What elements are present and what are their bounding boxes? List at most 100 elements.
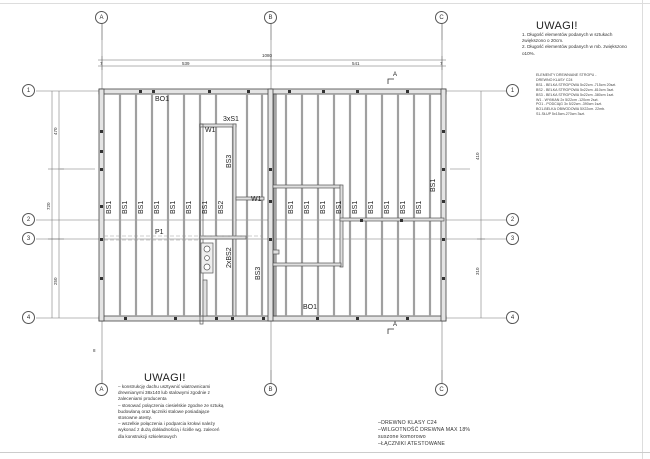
- bubble-leaders: [101, 24, 443, 388]
- label-p1: P1: [155, 229, 164, 236]
- label-bs1: BS1: [122, 200, 129, 214]
- dim-left-upper: 470: [53, 127, 58, 135]
- dim-right-span: 541: [352, 61, 360, 66]
- label-bs1: BS1: [138, 200, 145, 214]
- notes-bottom-line: wykonać z dużą dokładnością i ściśle wg.…: [118, 427, 220, 433]
- label-bs1: BS1: [368, 200, 375, 214]
- legend-line: ELEMENTY DREWNIANE STROPU -: [536, 73, 597, 77]
- section-marker-bottom: A: [393, 322, 398, 328]
- dim-bottom-offset: 8: [93, 348, 96, 353]
- notes-bottom-title: UWAGI!: [144, 372, 186, 384]
- axis-bubble-4-right: 4: [506, 311, 519, 324]
- dim-left-total: 720: [46, 202, 51, 210]
- label-bs1: BS1: [288, 200, 295, 214]
- notes-bottom-line: dla konstrukcji szkieletowych: [118, 433, 177, 439]
- top-dimension-lines: [98, 56, 446, 70]
- material-spec: –DREWNO KLASY C24 –WILGOTNOŚĆ DREWNA MAX…: [378, 420, 470, 448]
- sheet-right-border: [642, 0, 643, 459]
- label-bs1: BS1: [170, 200, 177, 214]
- label-bs2: BS2: [218, 200, 225, 214]
- notes-bottom-line: – stosować połączenia ciesielskie zgodne…: [118, 402, 224, 408]
- stair-opening-trimmers: [199, 123, 265, 325]
- dim-left-span: 539: [182, 61, 190, 66]
- notes-top-line: zwiększono o 20cm.: [522, 38, 564, 44]
- dim-overall-width: 1080: [262, 53, 273, 58]
- spec-line: –WILGOTNOŚĆ DREWNA MAX 18%: [378, 427, 471, 433]
- axis-bubble-4-left: 4: [22, 311, 35, 324]
- label-bs1: BS1: [430, 178, 437, 192]
- label-bs1: BS1: [336, 200, 343, 214]
- label-w1-lower: W1: [251, 196, 262, 203]
- element-legend: ELEMENTY DREWNIANE STROPU - DREWNO KLASY…: [536, 73, 616, 117]
- spec-line: suszone komorowo: [378, 434, 426, 440]
- legend-line: W1 - WYMIAN 2x 5/22cm -120cm 2szt.: [536, 97, 599, 102]
- legend-line: S1-SŁUP 5x15cm-270cm 3szt.: [536, 112, 586, 117]
- trimmers-right: [272, 184, 445, 268]
- axis-bubble-1-left: 1: [22, 84, 35, 97]
- joists-right: [284, 94, 432, 316]
- notes-top-title: UWAGI!: [536, 20, 578, 32]
- dim-right-lower: 310: [475, 267, 480, 275]
- notes-top-line: 2. Długość elementów podanych w mb. zwię…: [522, 44, 627, 50]
- label-bs1: BS1: [320, 200, 327, 214]
- label-bs1: BS1: [186, 200, 193, 214]
- axis-bubble-c-top: C: [435, 11, 448, 24]
- axis-bubble-2-left: 2: [22, 213, 35, 226]
- label-bs1: BS1: [352, 200, 359, 214]
- axis-bubble-3-right: 3: [506, 232, 519, 245]
- legend-line: BS2 - BELKA STROPOWA 5x22cm -810cm 3szt.: [536, 87, 615, 92]
- notes-bottom-line: zaleceniami producenta: [118, 396, 167, 402]
- label-bs1: BS1: [416, 200, 423, 214]
- notes-bottom-line: drewnianymi 38x140 lub stalowymi zgodnie…: [118, 390, 210, 396]
- notes-top-line: o10%.: [522, 50, 536, 56]
- axis-bubble-2-right: 2: [506, 213, 519, 226]
- section-marker-top: A: [393, 72, 398, 78]
- axis-bubble-1-right: 1: [506, 84, 519, 97]
- spec-line: –ŁĄCZNIKI ATESTOWANE: [378, 441, 446, 447]
- left-dimension-lines: [48, 91, 64, 318]
- notes-bottom-line: – konstrukcję dachu usztywnić wiatrownic…: [118, 384, 211, 389]
- section-marks: [387, 78, 394, 334]
- perimeter-connectors: [100, 90, 445, 320]
- axis-bubble-a-top: A: [95, 11, 108, 24]
- label-bs1: BS1: [384, 200, 391, 214]
- notes-bottom-line: – wszelkie połączenia i podparcia krokwi…: [118, 421, 216, 427]
- label-3xs1: 3xS1: [223, 116, 239, 123]
- legend-line: PO1 - PODCIĄG 3x 5/22cm -390cm 1szt.: [536, 102, 603, 107]
- notes-bottom: UWAGI! – konstrukcję dachu usztywnić wia…: [118, 372, 223, 440]
- label-bs1: BS1: [304, 200, 311, 214]
- label-bs1: BS1: [400, 200, 407, 214]
- legend-line: DREWNO KLASY C24: [536, 77, 573, 82]
- axis-bubble-b-bottom: B: [264, 383, 277, 396]
- legend-line: BS1 - BELKA STROPOWA 5x22cm -715cm 20szt…: [536, 82, 617, 87]
- label-w1-upper: W1: [205, 127, 216, 134]
- axis-bubble-c-bottom: C: [435, 383, 448, 396]
- label-bo1-top: BO1: [155, 96, 170, 103]
- label-bs1: BS1: [202, 200, 209, 214]
- notes-bottom-line: stosowne atesty.: [118, 415, 152, 421]
- label-bs1: BS1: [154, 200, 161, 214]
- notes-bottom-line: budowlaną oraz łączniki stalowe posiadaj…: [118, 408, 210, 414]
- dim-right-upper: 410: [475, 152, 480, 160]
- legend-line: BO1-BELKA OBWODOWA 5X22cm. 22mb.: [536, 107, 606, 112]
- axis-bubble-3-left: 3: [22, 232, 35, 245]
- right-dimension-lines: [477, 91, 485, 318]
- posts-s1: [200, 242, 214, 274]
- sheet-bottom-border: [0, 452, 650, 453]
- label-bs3-lower: BS3: [255, 266, 262, 280]
- dim-left-offset: 7: [100, 61, 103, 66]
- dim-right-offset: 7: [440, 61, 443, 66]
- label-bs3-upper: BS3: [226, 154, 233, 168]
- label-2xbs2: 2xBS2: [226, 247, 233, 268]
- spec-line: –DREWNO KLASY C24: [378, 420, 437, 426]
- dim-left-lower: 250: [53, 277, 58, 285]
- notes-top: UWAGI! 1. Długość elementów podanych w s…: [522, 20, 627, 57]
- sheet-top-border: [0, 3, 650, 4]
- legend-line: BS3 - BELKA STROPOWA 5x22cm -380cm 1szt.: [536, 92, 615, 97]
- notes-top-line: 1. Długość elementów podanych w sztukach: [522, 32, 613, 37]
- axis-bubble-b-top: B: [264, 11, 277, 24]
- label-bo1-bottom: BO1: [303, 304, 318, 311]
- label-bs1: BS1: [106, 200, 113, 214]
